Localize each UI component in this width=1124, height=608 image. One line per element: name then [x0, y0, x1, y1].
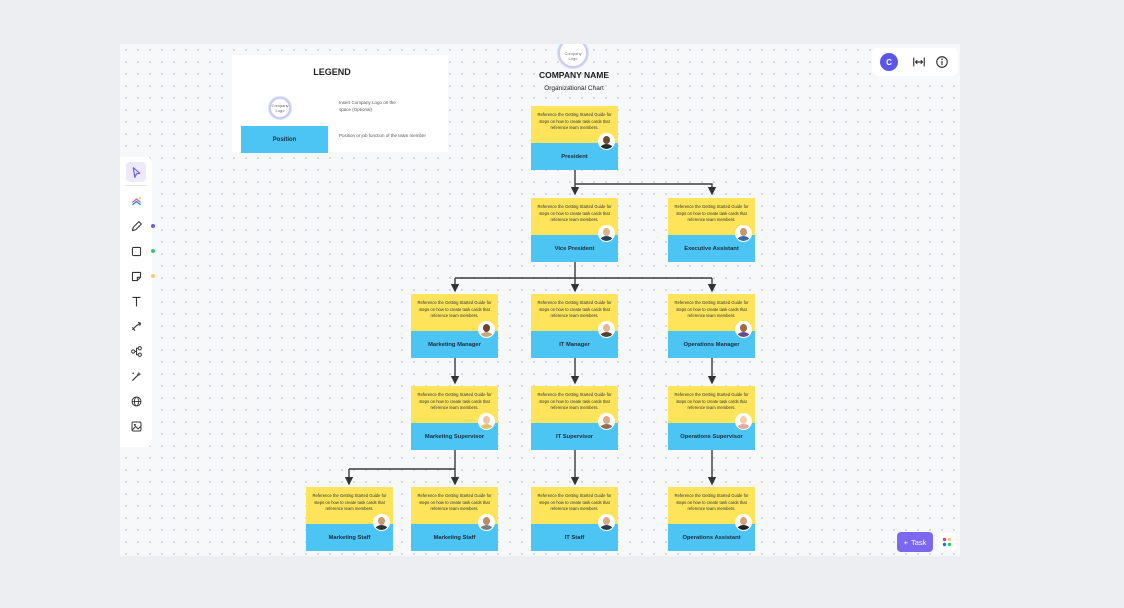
card-operations-manager[interactable]: Reference the Getting Started Guide for … [668, 294, 755, 358]
plus-icon: + [903, 537, 908, 547]
legend-logo-placeholder: Company Logo [269, 97, 291, 119]
magic-icon[interactable] [126, 366, 146, 386]
mind-map-icon[interactable] [126, 341, 146, 361]
sticky-note-icon[interactable] [126, 266, 146, 286]
avatar [598, 413, 615, 430]
card-title: IT Staff [531, 524, 618, 551]
company-name: COMPANY NAME [538, 70, 610, 80]
avatar [478, 514, 495, 531]
card-operations-supervisor[interactable]: Reference the Getting Started Guide for … [668, 386, 755, 450]
card-marketing-supervisor[interactable]: Reference the Getting Started Guide for … [411, 386, 498, 450]
avatar [373, 514, 390, 531]
avatar [478, 321, 495, 338]
connector-lines [344, 170, 717, 486]
fit-width-icon[interactable] [912, 55, 926, 69]
cursor-icon[interactable] [126, 162, 146, 182]
avatar [598, 321, 615, 338]
avatar [598, 514, 615, 531]
connector-icon[interactable] [126, 316, 146, 336]
apps-button[interactable] [938, 533, 956, 551]
add-task-button[interactable]: + Task [897, 532, 933, 552]
shape-icon[interactable] [126, 241, 146, 261]
avatar [735, 514, 752, 531]
card-operations-assistant[interactable]: Reference the Getting Started Guide for … [668, 487, 755, 551]
user-avatar[interactable]: C [880, 53, 898, 71]
sticky-color-dot [151, 274, 155, 278]
card-description: Reference the Getting Started Guide for … [668, 386, 755, 423]
card-it-staff[interactable]: Reference the Getting Started Guide for … [531, 487, 618, 551]
text-icon[interactable] [126, 291, 146, 311]
card-executive-assistant[interactable]: Reference the Getting Started Guide for … [668, 198, 755, 262]
top-right-panel: C [872, 48, 958, 76]
task-button-label: Task [910, 537, 927, 547]
globe-icon[interactable] [126, 391, 146, 411]
avatar [735, 225, 752, 242]
card-it-supervisor[interactable]: Reference the Getting Started Guide for … [531, 386, 618, 450]
card-it-manager[interactable]: Reference the Getting Started Guide for … [531, 294, 618, 358]
card-vice-president[interactable]: Reference the Getting Started Guide for … [531, 198, 618, 262]
info-icon[interactable] [935, 55, 949, 69]
avatar [598, 133, 615, 150]
avatar [478, 413, 495, 430]
company-logo-placeholder: Company Logo [558, 44, 588, 68]
legend-title: LEGEND [313, 67, 351, 77]
avatar [598, 225, 615, 242]
card-president[interactable]: Reference the Getting Started Guide for … [531, 106, 618, 170]
avatar [735, 321, 752, 338]
legend-position-description: Position or job function of the team mem… [339, 133, 427, 138]
legend-position-sample: Position [241, 126, 328, 153]
pen-color-dot [151, 224, 155, 228]
apps-grid-icon [942, 537, 952, 547]
connector-president-ea [575, 183, 717, 196]
left-toolbar [120, 157, 152, 447]
chart-subtitle: Organizational Chart [544, 85, 604, 92]
legend-panel[interactable]: LEGEND Company Logo Insert Company Logo … [232, 55, 448, 153]
card-marketing-manager[interactable]: Reference the Getting Started Guide for … [411, 294, 498, 358]
shape-color-dot [151, 249, 155, 253]
whiteboard-canvas[interactable]: LEGEND Company Logo Insert Company Logo … [120, 44, 960, 556]
legend-logo-description: Insert Company Logo on the space (Option… [339, 100, 396, 112]
ai-templates-icon[interactable] [126, 191, 146, 211]
card-marketing-staff-2[interactable]: Reference the Getting Started Guide for … [411, 487, 498, 551]
card-marketing-staff-1[interactable]: Reference the Getting Started Guide for … [306, 487, 393, 551]
image-icon[interactable] [126, 416, 146, 436]
avatar [735, 413, 752, 430]
pen-icon[interactable] [126, 216, 146, 236]
toolbar-divider [126, 185, 146, 186]
